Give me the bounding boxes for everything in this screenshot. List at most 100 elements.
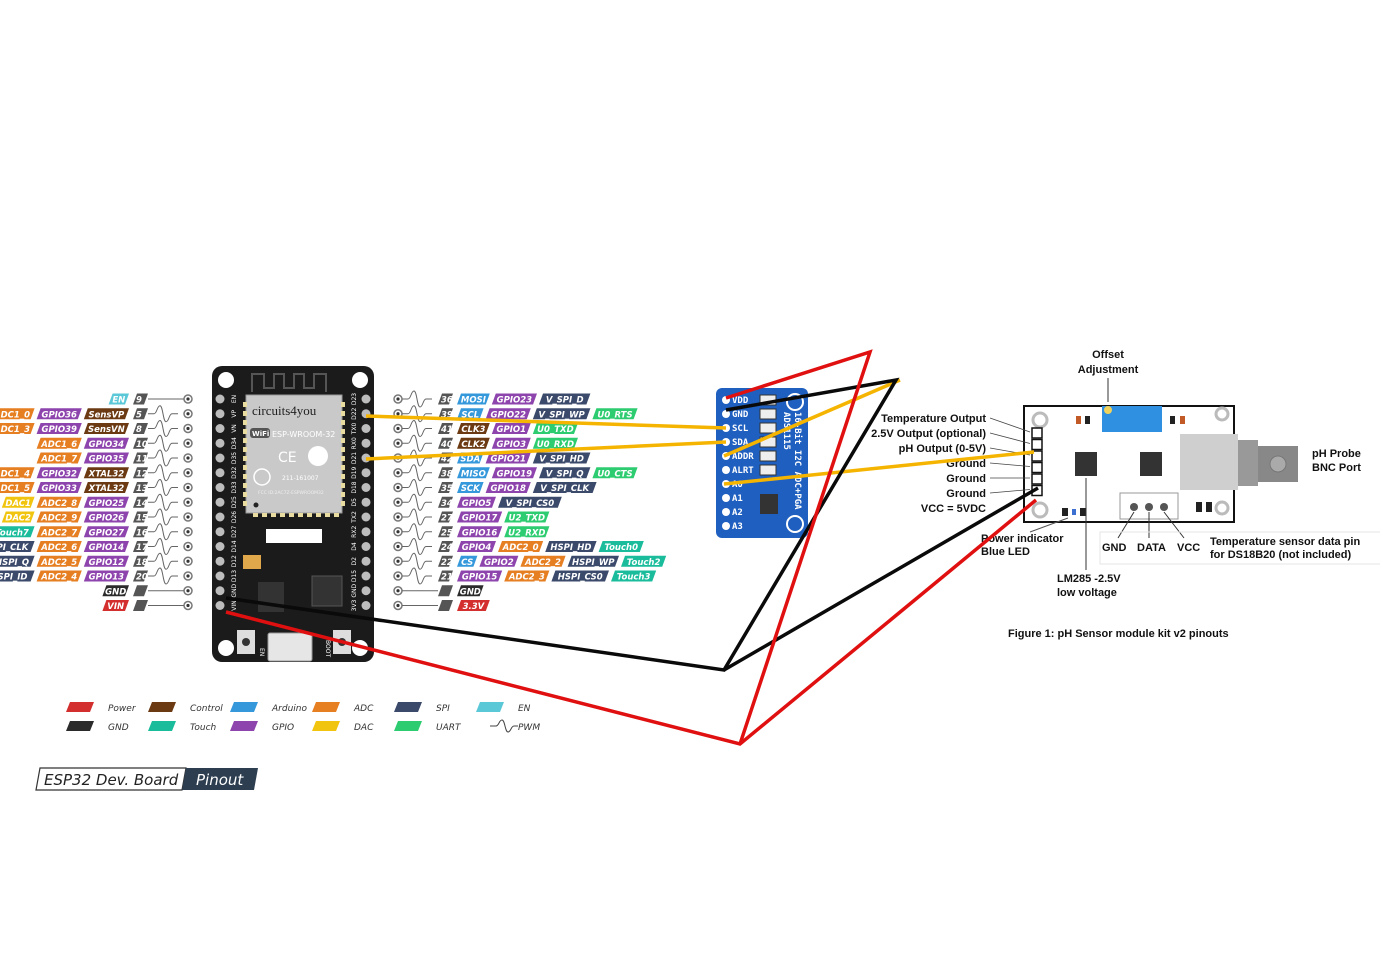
legend-label: DAC bbox=[354, 723, 374, 733]
pin-label-text: GND bbox=[460, 587, 481, 597]
pointer-line bbox=[989, 432, 1031, 444]
pwm-icon bbox=[402, 552, 432, 570]
en-button-cap[interactable] bbox=[242, 638, 250, 646]
silk-pin-label: VP bbox=[231, 410, 238, 418]
legend-swatch bbox=[148, 702, 176, 712]
cert-icon bbox=[253, 468, 271, 486]
silk-pin-label: TX2 bbox=[351, 511, 358, 524]
pin-label-text: XTAL32 bbox=[88, 484, 125, 494]
pin-label-text: GPIO4 bbox=[462, 543, 492, 553]
offset-potentiometer[interactable] bbox=[1102, 406, 1162, 432]
silk-pin-label: D25 bbox=[231, 496, 238, 508]
pin-number-badge bbox=[438, 600, 453, 611]
pin-number: 22 bbox=[441, 558, 453, 568]
right-pin-row: 3.3V bbox=[393, 600, 490, 612]
pin-number-badge bbox=[133, 496, 148, 508]
pin-label-text: GPIO35 bbox=[89, 455, 125, 465]
ads-pin-label: SDA bbox=[732, 438, 749, 448]
pin-label-text: U0_RTS bbox=[597, 410, 632, 420]
pin-label-adc bbox=[504, 570, 550, 582]
header-pin-left bbox=[215, 571, 225, 581]
header-pin-right bbox=[361, 571, 371, 581]
pwm-icon bbox=[148, 478, 178, 497]
temp-pin-gnd bbox=[1130, 503, 1138, 511]
pin-number-badge bbox=[133, 393, 148, 405]
pin-number-badge bbox=[133, 437, 148, 449]
silk-pin-label: VN bbox=[231, 424, 238, 433]
pin-label-text: U0_CTS bbox=[597, 469, 632, 479]
pwm-icon bbox=[148, 493, 178, 511]
pin-number-badge bbox=[438, 467, 453, 479]
ph-mount-hole bbox=[1031, 501, 1049, 519]
legend-swatch bbox=[148, 721, 176, 731]
legend-swatch bbox=[230, 721, 258, 731]
pwm-icon bbox=[490, 719, 518, 733]
pin-label-gpio bbox=[36, 467, 82, 479]
pin-number: 25 bbox=[441, 528, 453, 538]
module-pad bbox=[262, 513, 267, 517]
pin-label-adc bbox=[36, 541, 82, 552]
pin-number: 34 bbox=[441, 499, 453, 509]
pin-label-adc bbox=[36, 496, 82, 508]
header-pin-left bbox=[215, 512, 225, 522]
pin-label-adc bbox=[498, 541, 544, 552]
pin-label-text: HSPI_CS0 bbox=[558, 573, 603, 583]
pin-label-text: V_SPI_WP bbox=[538, 410, 585, 420]
ads-pin-label: ADDR bbox=[732, 452, 754, 462]
pin-label-control bbox=[83, 408, 129, 420]
pin-label-text: Touch7 bbox=[0, 528, 29, 538]
ic-lm285 bbox=[1075, 452, 1097, 476]
smd-part bbox=[1085, 416, 1090, 424]
pin-number: 39 bbox=[441, 410, 453, 420]
pin-label-text: GPIO16 bbox=[462, 528, 498, 538]
pin-label-text: 3.3V bbox=[463, 602, 486, 612]
module-pad bbox=[243, 492, 247, 497]
pin-label-text: HSPI_WP bbox=[572, 558, 615, 568]
pin-label-text: U0_RXD bbox=[537, 440, 574, 450]
lm285-label-2: low voltage bbox=[1057, 587, 1117, 599]
pin-label-text: DAC2 bbox=[5, 514, 31, 524]
pin-label-text: GPIO12 bbox=[89, 558, 125, 568]
brand-text: circuits4you bbox=[252, 403, 317, 418]
temp-pin-vcc bbox=[1160, 503, 1168, 511]
silk-pin-label: D2 bbox=[351, 557, 358, 566]
silk-pin-label: RX2 bbox=[351, 526, 358, 538]
legend-item-adc: ADC bbox=[312, 702, 374, 714]
micro-usb-port[interactable] bbox=[267, 632, 313, 662]
pin-label-text: Touch2 bbox=[627, 558, 661, 568]
antenna-trace bbox=[251, 373, 327, 392]
pwm-icon bbox=[402, 419, 432, 438]
module-pad bbox=[271, 513, 276, 517]
pin-label-text: GPIO3 bbox=[497, 440, 527, 450]
module-pad bbox=[280, 513, 285, 517]
pin-label-text: ADC1_0 bbox=[0, 410, 30, 420]
header-pin-left bbox=[215, 483, 225, 492]
pin-label-text: ADC1_6 bbox=[40, 440, 77, 450]
pot-screw-icon[interactable] bbox=[1104, 406, 1112, 414]
pin-label-control bbox=[83, 467, 129, 479]
legend-swatch bbox=[66, 702, 94, 712]
pin-number: 13 bbox=[136, 484, 148, 494]
pin-label-text: GND bbox=[105, 587, 126, 597]
ads-pin-label: SCL bbox=[732, 424, 749, 434]
title-badge: ESP32 Dev. Board Pinout bbox=[35, 767, 258, 791]
pin-number-badge bbox=[438, 541, 453, 552]
pin-label-text: V_SPI_CS0 bbox=[506, 499, 555, 509]
ads-resistor bbox=[759, 408, 777, 420]
pin-label-touch bbox=[598, 541, 644, 552]
legend-swatch bbox=[394, 721, 422, 731]
pin-pad-dot bbox=[396, 426, 400, 431]
pin-pad-dot bbox=[396, 603, 400, 608]
module-pad bbox=[253, 513, 258, 517]
pin-label-adc bbox=[36, 570, 82, 582]
module-pad bbox=[243, 474, 247, 479]
pin-pad-dot bbox=[186, 589, 190, 593]
module-pad bbox=[341, 456, 345, 461]
